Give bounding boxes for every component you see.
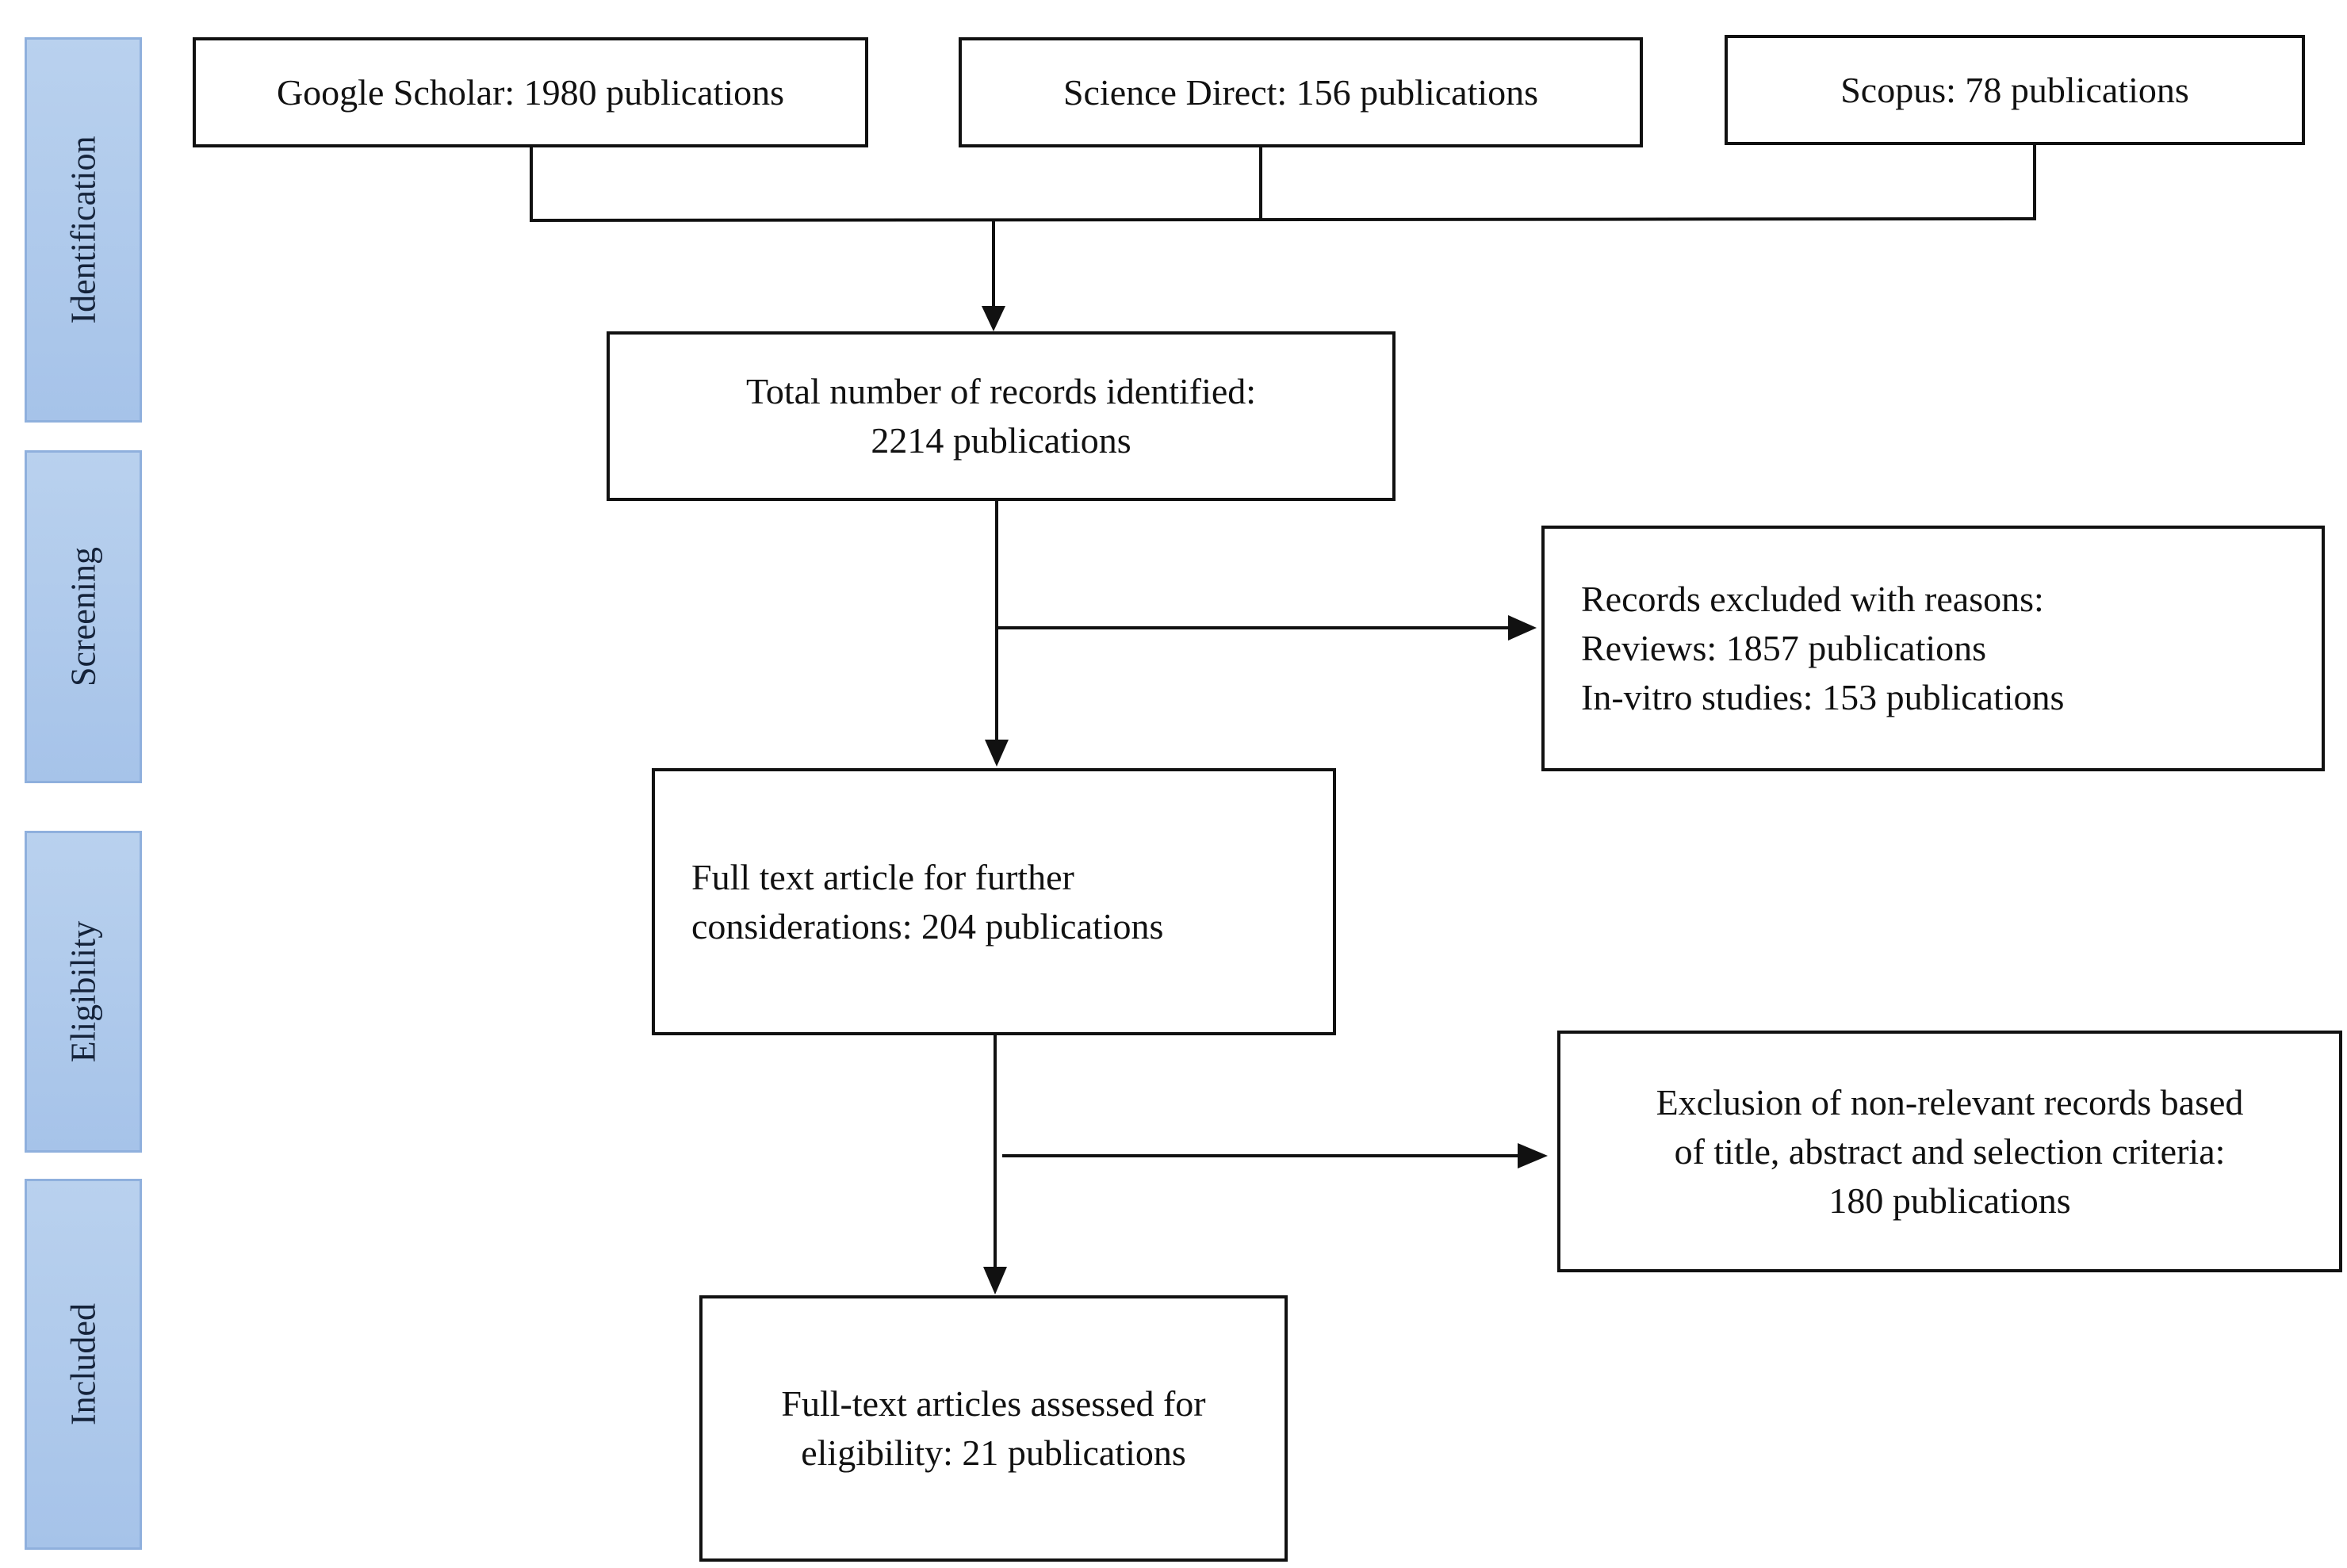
arrowhead-excluded <box>1508 615 1537 641</box>
box-text: Records excluded with reasons: Reviews: … <box>1581 579 2065 717</box>
included-articles-box: Full-text articles assessed for eligibil… <box>699 1295 1288 1562</box>
box-text: Total number of records identified: 2214… <box>745 371 1257 461</box>
source-scopus: Scopus: 78 publications <box>1725 35 2305 145</box>
stage-identification: Identification <box>25 37 142 423</box>
records-excluded-box: Records excluded with reasons: Reviews: … <box>1541 526 2325 771</box>
arrowhead-fulltext <box>985 740 1009 767</box>
arrowhead-total <box>982 306 1005 331</box>
box-text: Exclusion of non-relevant records based … <box>1656 1081 2244 1221</box>
source-google-scholar: Google Scholar: 1980 publications <box>193 37 868 147</box>
box-text: Scopus: 78 publications <box>1840 69 2189 110</box>
box-text: Science Direct: 156 publications <box>1062 71 1539 113</box>
stage-screening: Screening <box>25 450 142 783</box>
non-relevant-exclusion-box: Exclusion of non-relevant records based … <box>1557 1031 2342 1272</box>
arrowhead-included <box>983 1267 1007 1295</box>
full-text-box: Full text article for further considerat… <box>652 768 1336 1035</box>
connector-merge <box>529 217 2037 222</box>
box-text: Full text article for further considerat… <box>691 856 1164 947</box>
total-records-box: Total number of records identified: 2214… <box>607 331 1396 501</box>
source-science-direct: Science Direct: 156 publications <box>959 37 1643 147</box>
box-text: Google Scholar: 1980 publications <box>276 71 785 113</box>
stage-included: Included <box>25 1179 142 1550</box>
box-text: Full-text articles assessed for eligibil… <box>781 1383 1206 1473</box>
arrowhead-nonrelevant <box>1518 1143 1548 1168</box>
stage-eligibility: Eligibility <box>25 831 142 1153</box>
